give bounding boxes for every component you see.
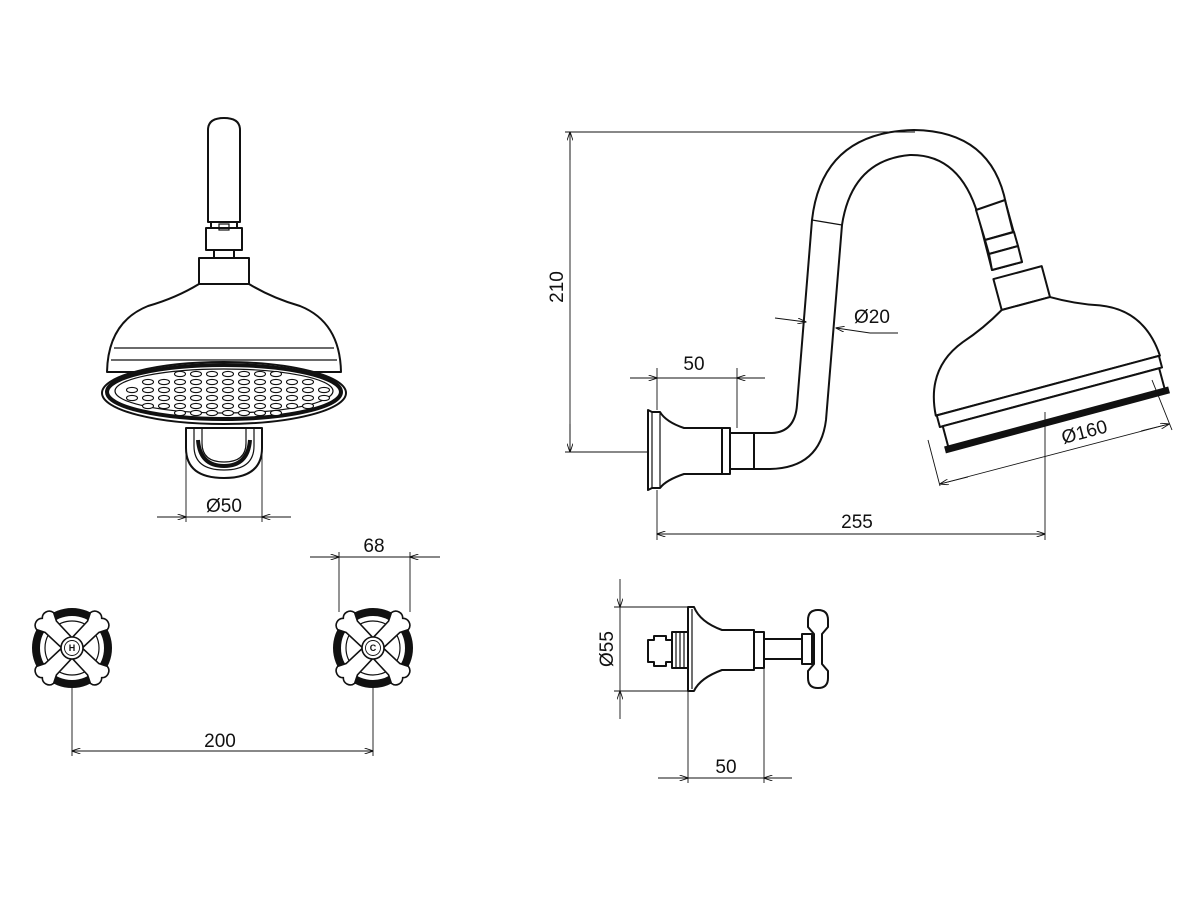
dimension-tap-depth: 50 xyxy=(658,668,792,783)
dimension-tap-width: 68 xyxy=(310,536,440,612)
flange-depth-label: 50 xyxy=(683,354,704,375)
dimension-flange-depth: 50 xyxy=(630,354,765,428)
tap-spacing-label: 200 xyxy=(204,731,236,752)
arm-projection-label: 255 xyxy=(841,512,873,533)
cold-tap-front-view: C xyxy=(333,608,413,688)
shower-arm-front xyxy=(198,117,250,285)
cold-marker: C xyxy=(370,643,377,653)
hot-tap-front-view: H xyxy=(32,608,112,688)
hot-marker: H xyxy=(69,643,76,653)
shower-arm-side-view xyxy=(647,129,1170,491)
flange-diameter-label: Ø50 xyxy=(206,496,242,517)
dimension-arm-diameter: Ø20 xyxy=(774,307,898,334)
dimension-arm-projection: 255 xyxy=(657,412,1045,540)
dimension-arm-height: 210 xyxy=(547,132,915,452)
arm-diameter-label: Ø20 xyxy=(854,307,890,328)
arm-height-label: 210 xyxy=(547,271,568,303)
shower-head-dome xyxy=(101,283,347,425)
shower-head-front-view xyxy=(101,117,347,479)
tap-side-view xyxy=(647,606,829,692)
spray-nozzles xyxy=(125,370,331,417)
arm-wall-flange xyxy=(647,409,723,491)
dimension-tap-flange-diameter: Ø55 xyxy=(597,579,688,719)
shower-head-side xyxy=(932,265,1170,454)
head-diameter-label: Ø160 xyxy=(1059,417,1109,449)
tap-depth-label: 50 xyxy=(715,757,736,778)
dimension-tap-spacing: 200 xyxy=(72,686,373,756)
tap-width-label: 68 xyxy=(363,536,384,557)
wall-flange xyxy=(185,427,263,479)
tap-flange-diameter-label: Ø55 xyxy=(597,631,618,667)
dimension-flange-diameter: Ø50 xyxy=(157,440,291,522)
